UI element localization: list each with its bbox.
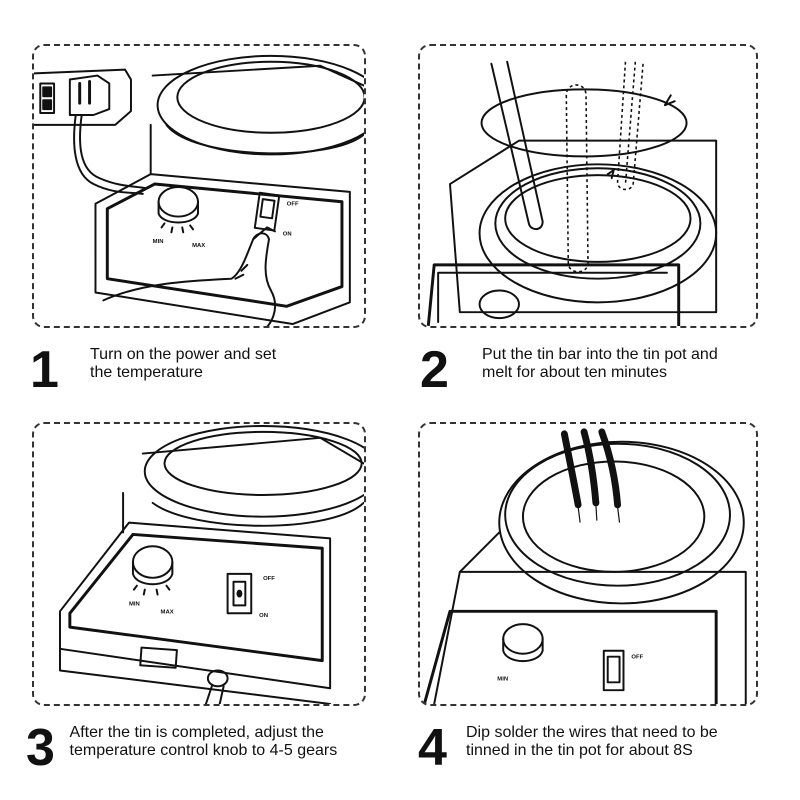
illustration-step-3: MIN MAX OFF ON (32, 422, 366, 706)
svg-text:ON: ON (283, 231, 292, 237)
step-3-caption: 3 After the tin is completed, adjust the… (26, 722, 396, 774)
power-switch (253, 191, 281, 232)
svg-text:MIN: MIN (153, 239, 164, 245)
step-number: 4 (418, 719, 447, 777)
step-text: Put the tin bar into the tin pot and mel… (482, 346, 718, 381)
step-number: 1 (30, 341, 59, 399)
wire-2 (580, 428, 600, 507)
tin-pot-inner (176, 60, 364, 134)
temperature-knob (157, 186, 199, 218)
display-window (139, 646, 178, 669)
step-number: 3 (26, 719, 55, 777)
svg-text:MIN: MIN (129, 601, 140, 607)
control-panel (105, 182, 344, 308)
control-panel (426, 263, 681, 326)
heater-body (59, 521, 332, 690)
illustration-step-2 (418, 44, 758, 328)
step-text: Turn on the power and set the temperatur… (90, 346, 277, 381)
step-3-drawing: MIN MAX OFF ON (59, 424, 364, 704)
tin-pot-inner (163, 430, 363, 496)
step-4-drawing: MIN OFF (422, 428, 747, 704)
heater-body (433, 570, 747, 704)
step-text: After the tin is completed, adjust the t… (69, 724, 338, 759)
socket-switch-1 (39, 82, 56, 115)
control-panel (422, 609, 718, 704)
tin-pot-rim (156, 54, 364, 156)
svg-text:MAX: MAX (192, 243, 205, 249)
motion-arc (480, 88, 688, 158)
power-strip (34, 68, 132, 126)
tin-pot-rim (143, 424, 364, 518)
plug (68, 74, 111, 116)
temperature-knob (478, 289, 520, 320)
illustration-step-4: MIN OFF (418, 422, 758, 706)
wire-1 (560, 430, 582, 509)
cord-grommet (206, 669, 229, 688)
tin-bar-ghost-1 (565, 84, 589, 273)
tin-pot-outer (478, 163, 718, 304)
step-1-drawing: MIN MAX OFF ON (34, 54, 364, 326)
wire-3 (598, 428, 622, 509)
step-number: 2 (420, 341, 449, 399)
svg-text:OFF: OFF (287, 202, 299, 208)
svg-text:ON: ON (259, 613, 268, 619)
tin-bar-ghost-2 (616, 61, 644, 191)
svg-text:OFF: OFF (263, 576, 275, 582)
power-cord (73, 114, 144, 195)
hand (102, 232, 276, 326)
step-4-caption: 4 Dip solder the wires that need to be t… (418, 722, 788, 774)
tin-bar (490, 60, 544, 231)
power-switch (602, 649, 625, 692)
svg-text:MIN: MIN (497, 676, 508, 682)
step-2-caption: 2 Put the tin bar into the tin pot and m… (420, 344, 780, 396)
step-2-drawing (426, 60, 718, 326)
temperature-knob (502, 623, 544, 655)
illustration-step-1: MIN MAX OFF ON (32, 44, 366, 328)
tin-pot-rim (504, 442, 731, 587)
heater-body (448, 139, 718, 314)
step-text: Dip solder the wires that need to be tin… (466, 724, 718, 759)
tin-pot-outer (498, 440, 745, 605)
tin-pot-inner (504, 174, 692, 263)
svg-text:MAX: MAX (161, 609, 174, 615)
temperature-knob (131, 545, 174, 579)
control-panel (68, 532, 324, 663)
power-switch (226, 572, 253, 615)
heater-front (94, 173, 351, 326)
tin-pot-rim (494, 167, 702, 280)
svg-text:OFF: OFF (631, 655, 643, 661)
step-1-caption: 1 Turn on the power and set the temperat… (30, 344, 360, 396)
